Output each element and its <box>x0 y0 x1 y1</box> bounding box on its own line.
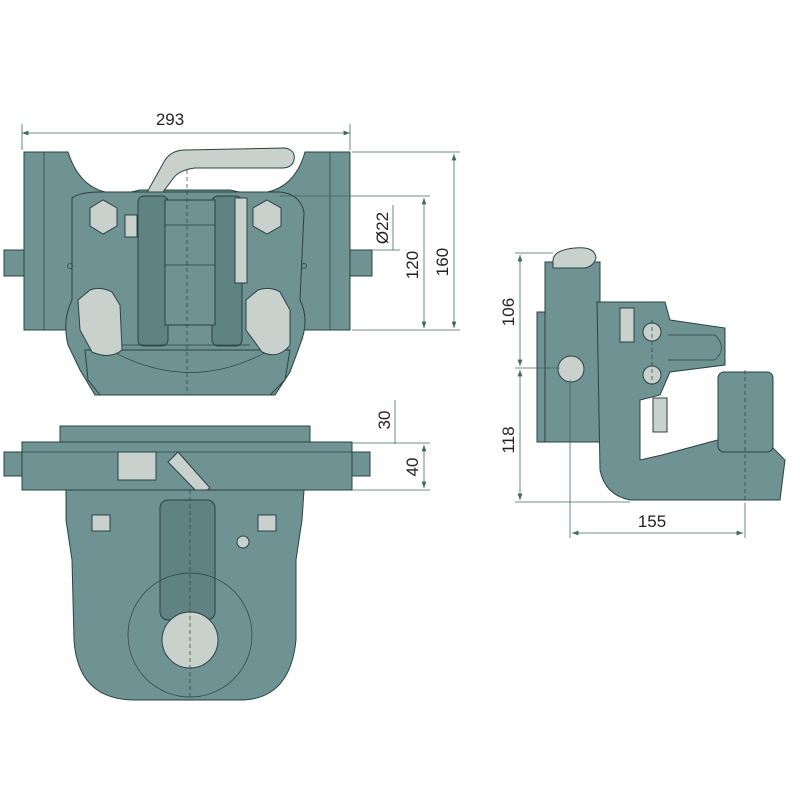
bolt-icon <box>89 199 118 235</box>
right-pin <box>349 249 373 277</box>
bolt-icon <box>77 287 123 356</box>
bolt-icon <box>245 287 291 356</box>
bolt-icon <box>252 199 282 235</box>
left-pin <box>3 451 25 477</box>
dim-106: 106 <box>499 298 518 326</box>
dim-293: 293 <box>156 110 184 129</box>
side-view <box>536 247 786 505</box>
rear-view <box>3 425 371 701</box>
dim-40: 40 <box>403 458 422 477</box>
top-view <box>3 147 373 396</box>
latch <box>234 197 248 284</box>
handle <box>552 247 597 269</box>
left-pin <box>3 249 27 277</box>
handle <box>144 147 295 197</box>
dimension-labels: 293 Ø22 120 160 30 40 106 118 155 <box>156 110 666 531</box>
dim-118: 118 <box>499 426 518 453</box>
dimension-lines <box>21 124 746 538</box>
dim-160: 160 <box>433 248 452 276</box>
mount-plate <box>544 261 601 443</box>
label-plate <box>117 451 157 481</box>
dim-120: 120 <box>403 251 422 279</box>
dim-diameter-22: Ø22 <box>373 212 392 244</box>
right-pin <box>349 451 371 477</box>
dim-155: 155 <box>638 512 666 531</box>
dim-30: 30 <box>375 411 394 430</box>
